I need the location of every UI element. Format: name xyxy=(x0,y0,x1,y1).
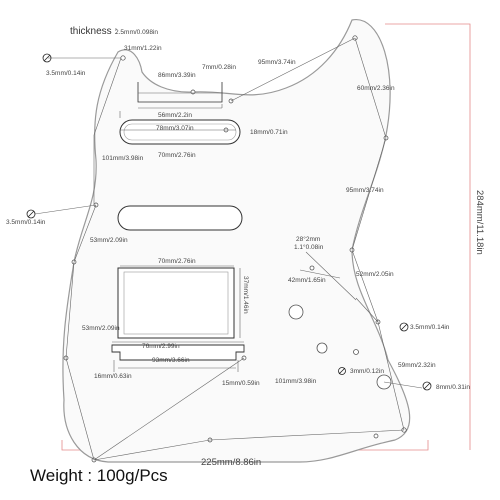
middle-pickup-slot xyxy=(117,205,243,231)
label-top-95: 95mm/3.74in xyxy=(258,59,296,66)
label-hum-70: 70mm/2.76in xyxy=(158,258,196,265)
label-hole-left: 3.5mm/0.14in xyxy=(6,219,46,226)
label-mid-56: 56mm/2.2in xyxy=(158,112,192,119)
label-top-86: 86mm/3.39in xyxy=(158,72,196,79)
label-left-53-upper: 53mm/2.09in xyxy=(90,237,128,244)
guide-lines xyxy=(34,37,423,461)
label-right-60: 60mm/2.36in xyxy=(357,85,395,92)
bottom-slot xyxy=(111,344,245,361)
label-top-7: 7mm/0.28in xyxy=(202,64,236,71)
neck-pickup-inner xyxy=(123,123,237,141)
hole-marker-left xyxy=(26,209,36,219)
knob-marker-3mm xyxy=(338,367,346,375)
label-right-52: 52mm/2.05in xyxy=(356,271,394,278)
weight-label: Weight : 100g/Pcs xyxy=(30,466,168,485)
humbucker-slot xyxy=(117,267,235,339)
label-right-95: 95mm/3.74in xyxy=(346,187,384,194)
label-knob-3: 3mm/0.12in xyxy=(350,368,384,375)
hole-marker-top-left xyxy=(42,53,52,63)
label-bot-76: 76mm/2.99in xyxy=(142,343,180,350)
hole-marker-right xyxy=(399,322,409,332)
knob-hole-2 xyxy=(316,342,328,354)
label-neck-70: 70mm/2.76in xyxy=(158,152,196,159)
screw-holes xyxy=(63,35,407,463)
dimension-height: 284mm/11.18in xyxy=(474,190,485,255)
knob-hole-1 xyxy=(288,304,304,320)
dimension-width: 225mm/8.86in xyxy=(201,457,261,468)
thickness-value: 2.5mm/0.098in xyxy=(115,29,158,36)
label-neck-78: 78mm/3.07in xyxy=(156,125,194,132)
label-hole-top-left: 3.5mm/0.14in xyxy=(46,70,86,77)
humbucker-inner xyxy=(123,271,229,335)
thickness-label: thickness : xyxy=(70,26,117,37)
label-hole-right: 3.5mm/0.14in xyxy=(410,324,450,331)
neck-pickup-slot xyxy=(119,119,241,145)
label-neck-18: 18mm/0.71in xyxy=(250,129,288,136)
label-right-59: 59mm/2.32in xyxy=(398,362,436,369)
label-mid-42: 42mm/1.65in xyxy=(288,277,326,284)
label-left-53-lower: 53mm/2.09in xyxy=(82,325,120,332)
label-angle-sub: 1.1°0.08in xyxy=(294,243,324,251)
label-bot-101: 101mm/3.98in xyxy=(275,378,317,385)
label-bot-93: 93mm/3.66in xyxy=(152,357,190,364)
label-top-31: 31mm/1.22in xyxy=(124,45,162,52)
knob-marker-8mm xyxy=(422,381,432,391)
knob-hole-5 xyxy=(353,349,359,355)
label-left-101: 101mm/3.98in xyxy=(102,155,144,162)
label-knob-8: 8mm/0.31in xyxy=(436,384,470,391)
top-bracket-slot xyxy=(137,82,223,103)
label-bot-15: 15mm/0.59in xyxy=(222,380,260,387)
knob-hole-4 xyxy=(309,265,315,271)
label-angle: 28°2mm xyxy=(296,235,320,243)
label-bot-16: 16mm/0.63in xyxy=(94,373,132,380)
label-hum-37: 37mm/1.46in xyxy=(242,276,249,314)
